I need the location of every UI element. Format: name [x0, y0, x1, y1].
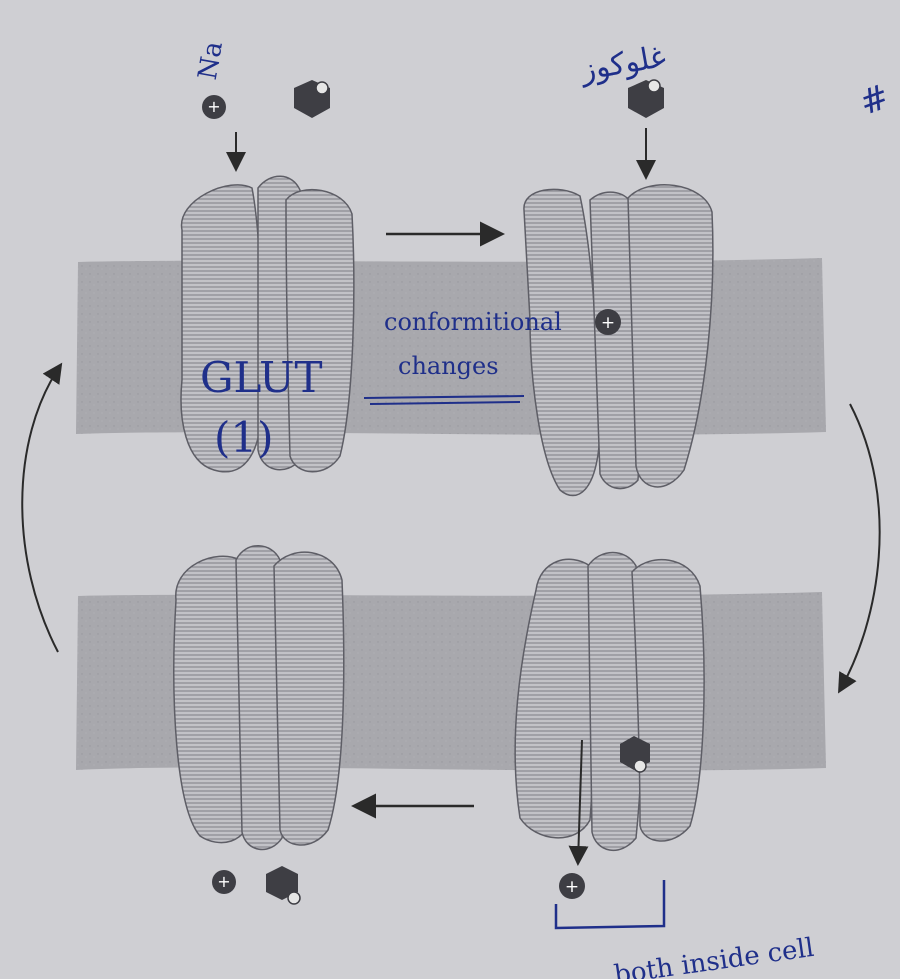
- conformational-label-line1: conformitional: [384, 308, 562, 336]
- sodium-ion-bottom-left: +: [212, 870, 236, 894]
- svg-text:+: +: [565, 877, 579, 897]
- svg-text:+: +: [601, 313, 615, 333]
- sodium-ion-top-left: +: [202, 95, 226, 119]
- glucose-top-left: [294, 80, 330, 118]
- glut-number: (1): [214, 413, 274, 462]
- hash-mark: #: [854, 77, 894, 124]
- transporter-bottom-right: [515, 553, 704, 851]
- conformational-label-line2: changes: [398, 352, 499, 380]
- svg-text:+: +: [207, 97, 220, 116]
- transporter-bottom-left: [174, 546, 344, 850]
- sodium-ion-bound: +: [595, 309, 621, 335]
- svg-text:+: +: [217, 872, 230, 891]
- arrow-cycle-right: [840, 404, 880, 690]
- glucose-bottom-left: [266, 866, 300, 904]
- transporter-top-right: [524, 185, 713, 496]
- arrow-cycle-left: [22, 366, 60, 652]
- glut-label: GLUT: [200, 353, 323, 402]
- sodium-ion-released: +: [559, 873, 585, 899]
- glucose-top-right: [628, 80, 664, 118]
- na-label: Na: [193, 39, 229, 82]
- both-inside-label: both inside cell: [612, 933, 816, 979]
